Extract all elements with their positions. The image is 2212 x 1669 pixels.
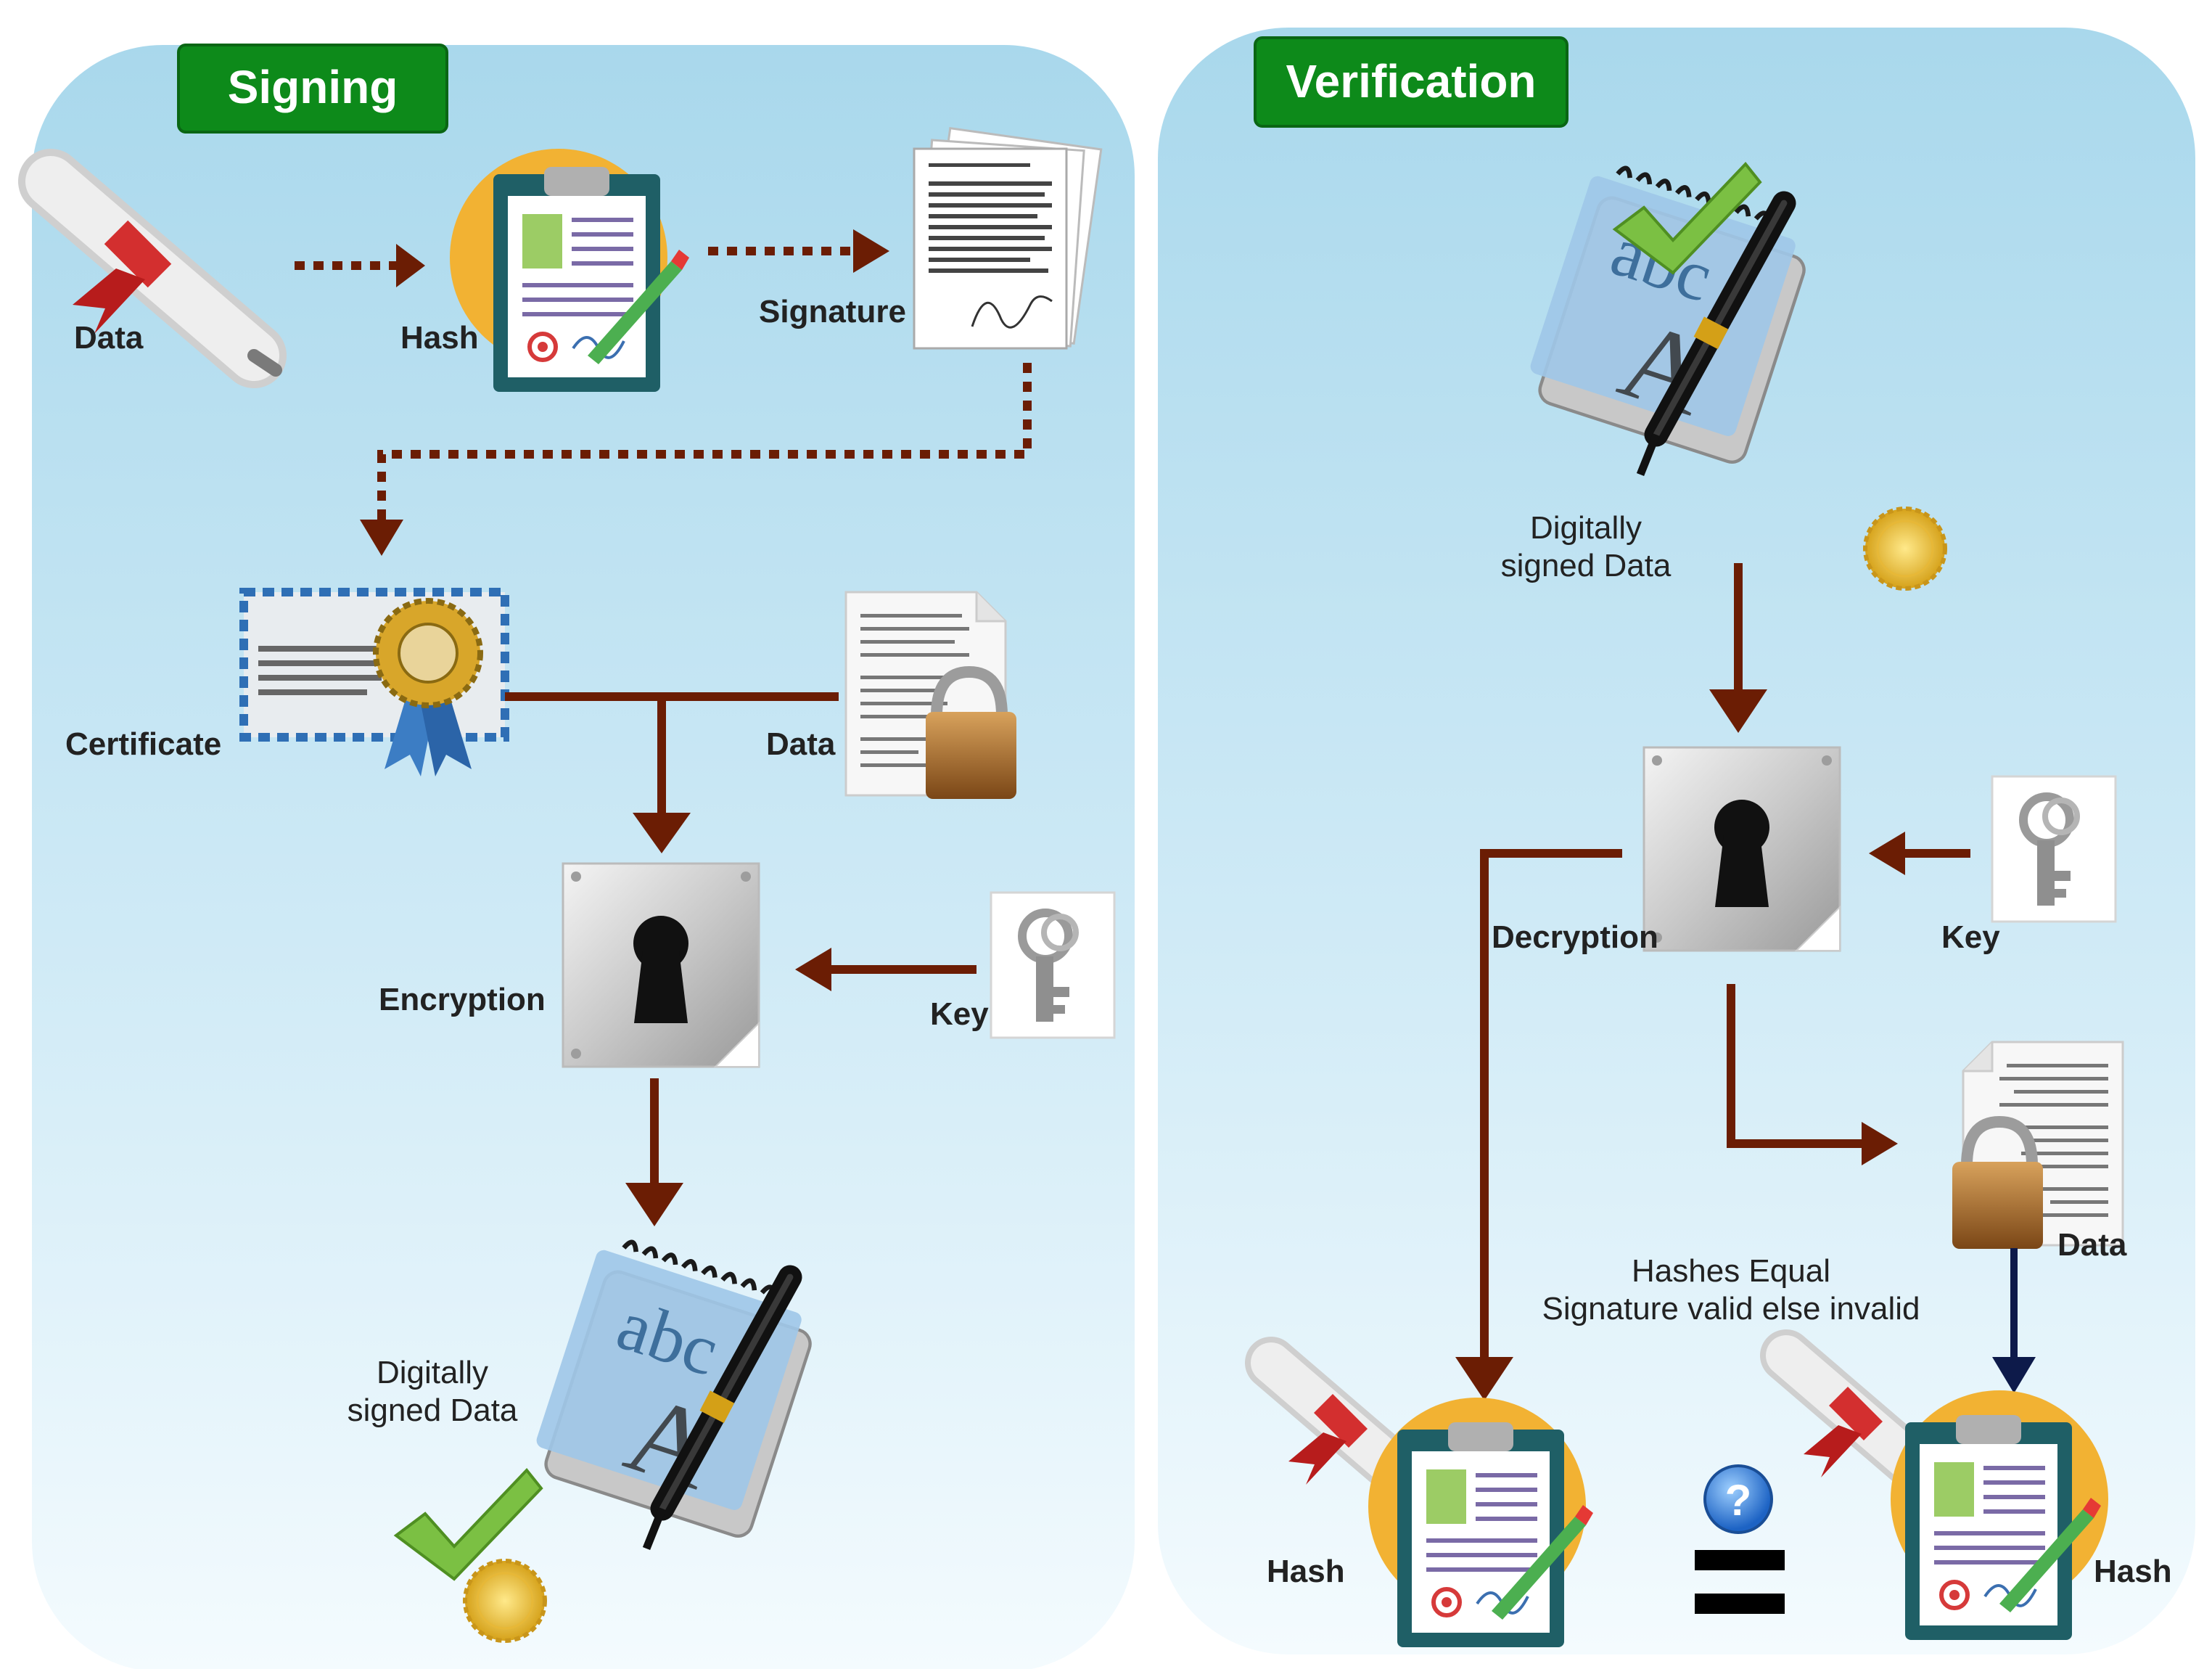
signing-panel-bg [32, 45, 1135, 1669]
document-icon [913, 127, 1103, 350]
padlock-icon [846, 592, 1016, 799]
signing-title-badge: Signing [177, 44, 448, 134]
verification-signed-data-line1: Digitally [1530, 510, 1642, 546]
decryption-label: Decryption [1492, 919, 1658, 955]
question-icon [1703, 1464, 1773, 1534]
keyhole-icon [562, 862, 760, 1068]
verification-panel: Verification Digitally signed Data Decry… [1158, 28, 2195, 1654]
seal-icon [465, 1561, 545, 1641]
key-icon [991, 893, 1114, 1038]
certificate-label: Certificate [65, 726, 221, 762]
arrow-signature-to-certificate [377, 363, 1032, 520]
signing-hash-label: Hash [400, 320, 479, 356]
arrowhead [625, 1183, 683, 1226]
arrowhead [795, 948, 831, 991]
arrow-decryption-to-hash [1480, 849, 1622, 1357]
signing-signed-data-line2: signed Data [348, 1393, 518, 1428]
signing-data-label: Data [74, 320, 144, 356]
arrowhead [1709, 689, 1767, 733]
clipboard-icon [1397, 1422, 1593, 1647]
arrowhead [633, 813, 691, 853]
arrowhead [1862, 1122, 1898, 1165]
signing-key-label: Key [930, 996, 989, 1032]
hashes-equal-label: Hashes Equal [1632, 1253, 1830, 1289]
signing-panel: Signing Data Hash Signature [32, 44, 1135, 1669]
clipboard-icon [1905, 1415, 2101, 1640]
equals-icon-bar [1695, 1594, 1785, 1614]
key-icon [1992, 776, 2116, 922]
arrowhead [1869, 832, 1905, 875]
validity-label: Signature valid else invalid [1542, 1291, 1920, 1326]
verification-data-label: Data [2057, 1227, 2127, 1263]
verification-signed-data-line2: signed Data [1501, 548, 1672, 583]
verification-key-label: Key [1941, 919, 2000, 955]
verification-hash-left-label: Hash [1267, 1554, 1345, 1589]
seal-icon [1865, 509, 1945, 589]
arrowhead [360, 520, 403, 556]
signature-label: Signature [759, 294, 906, 329]
verification-hash-right-label: Hash [2094, 1554, 2172, 1589]
arrowhead [1992, 1357, 2036, 1393]
signing-signed-data-line1: Digitally [377, 1355, 488, 1390]
keyhole-icon [1642, 746, 1841, 952]
signing-locked-data-label: Data [766, 726, 836, 762]
arrowhead [1455, 1357, 1513, 1401]
question-glyph: ? [1725, 1476, 1752, 1525]
padlock-icon [1952, 1042, 2123, 1249]
arrowhead [853, 229, 889, 273]
arrowhead [396, 244, 425, 287]
verification-title: Verification [1286, 55, 1537, 107]
signing-title: Signing [228, 61, 398, 113]
encryption-label: Encryption [379, 982, 546, 1017]
equals-icon [1695, 1550, 1785, 1570]
arrow-decryption-to-data [1727, 984, 1862, 1148]
clipboard-icon [493, 167, 689, 392]
verification-title-badge: Verification [1254, 36, 1568, 128]
certificate-icon [239, 588, 509, 776]
